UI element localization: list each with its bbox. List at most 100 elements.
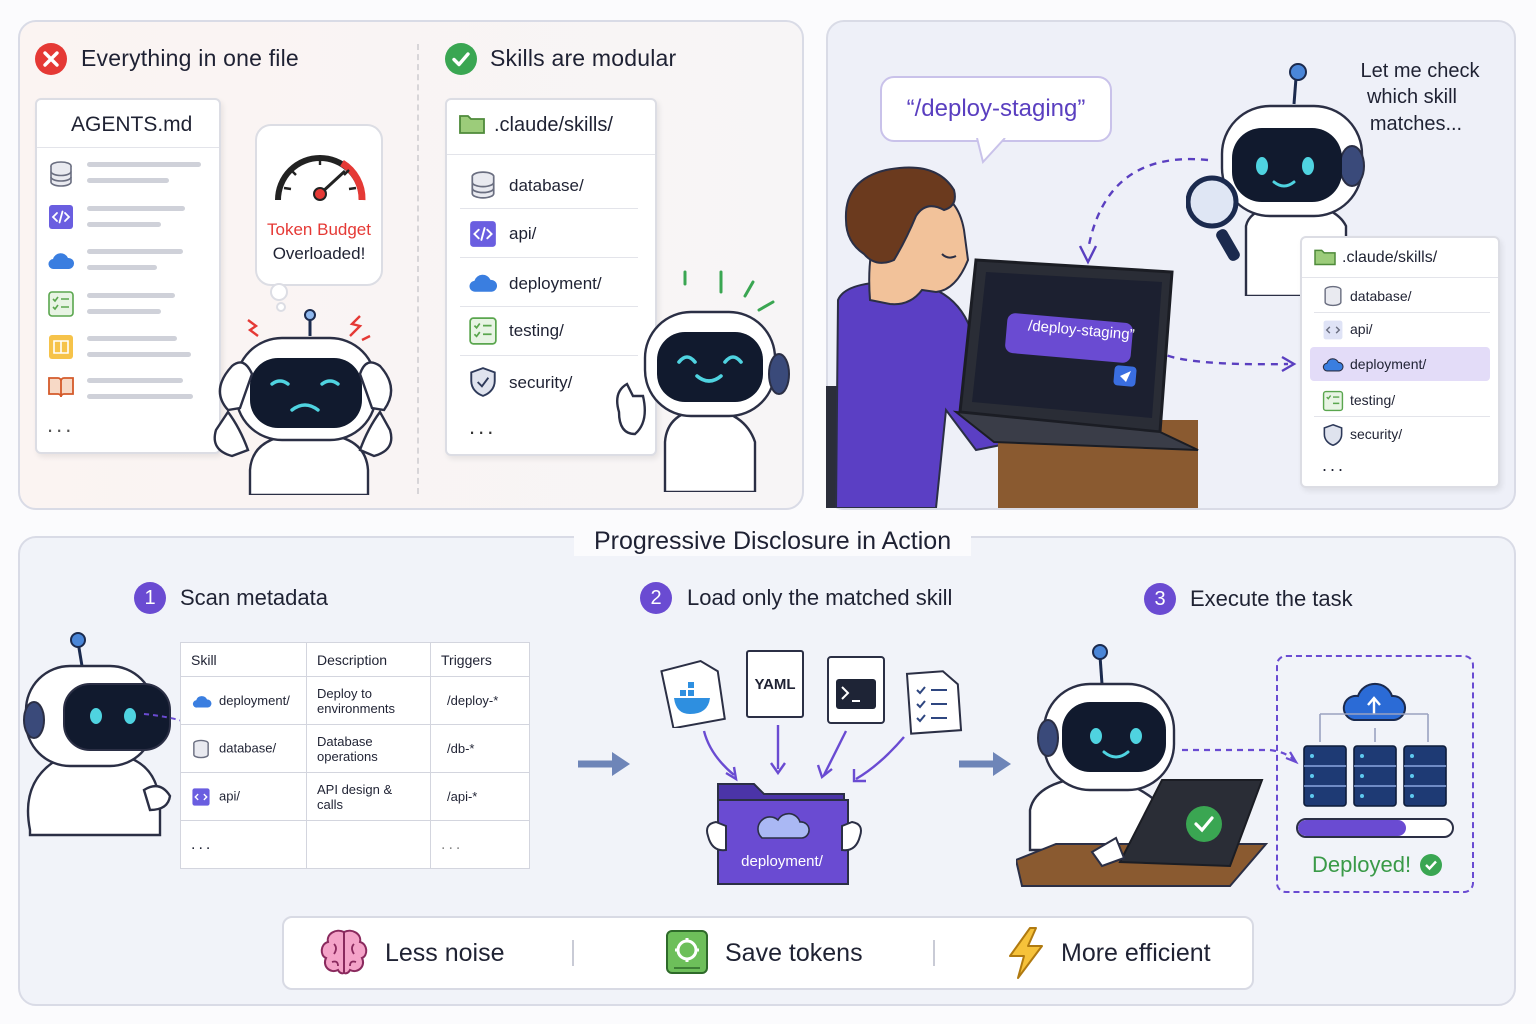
step-2-label: Load only the matched skill xyxy=(687,585,953,610)
server-cluster-icon xyxy=(1303,713,1447,807)
step-2-badge: 2 xyxy=(640,582,672,614)
deploy-dashed-arrow xyxy=(1182,748,1299,765)
code-icon xyxy=(470,221,496,247)
table-cell: /deploy-* xyxy=(430,676,530,725)
table-cell: ... xyxy=(430,820,530,869)
lightning-icon xyxy=(1009,927,1043,979)
bad-title: Everything in one file xyxy=(81,45,299,71)
scanning-robot xyxy=(23,632,172,837)
stressed-robot xyxy=(213,309,393,495)
book-icon xyxy=(48,377,74,398)
deploy-progress-fill xyxy=(1298,820,1406,836)
user-at-laptop xyxy=(826,166,1199,508)
agents-more: ... xyxy=(47,412,75,437)
load-arrows xyxy=(702,725,905,783)
arrow-right-icon xyxy=(578,752,630,776)
match-security: security/ xyxy=(1350,426,1403,442)
match-database: database/ xyxy=(1350,288,1412,304)
table-cell: Database operations xyxy=(306,724,431,773)
bottom-title: Progressive Disclosure in Action xyxy=(574,527,972,556)
skill-security: security/ xyxy=(509,373,573,392)
match-api: api/ xyxy=(1350,321,1373,337)
token-overloaded-label: Overloaded! xyxy=(272,244,366,263)
deployment-folder-icon xyxy=(706,783,862,885)
table-cell: /api-* xyxy=(430,772,530,821)
code-icon xyxy=(49,205,73,229)
check-circle-icon xyxy=(445,43,477,75)
yaml-label: YAML xyxy=(754,676,796,693)
skills-more: ... xyxy=(469,414,497,439)
col-triggers: Triggers xyxy=(430,642,530,677)
checklist-icon xyxy=(48,291,74,317)
deployment-folder-label: deployment/ xyxy=(741,853,823,870)
deploy-progress-bar xyxy=(1296,818,1454,838)
step-1-label: Scan metadata xyxy=(180,585,328,610)
col-skill: Skill xyxy=(180,642,307,677)
match-deployment: deployment/ xyxy=(1350,356,1427,372)
table-cell: api/ xyxy=(219,788,240,804)
check-circle-icon xyxy=(1420,854,1442,876)
agents-md-file xyxy=(35,98,221,454)
shield-icon xyxy=(1323,423,1343,447)
chip-icon xyxy=(666,930,708,974)
user-command: “/deploy-staging” xyxy=(906,95,1086,122)
step-3-badge: 3 xyxy=(1144,583,1176,615)
token-budget-label: Token Budget xyxy=(267,220,371,239)
benefit-divider xyxy=(572,940,574,966)
match-testing: testing/ xyxy=(1350,392,1396,408)
checklist-icon xyxy=(469,317,497,345)
robot-thought-1: Let me check xyxy=(1360,60,1480,82)
step-1-badge: 1 xyxy=(134,582,166,614)
panel-divider xyxy=(417,44,419,494)
good-title: Skills are modular xyxy=(490,45,677,71)
error-x-icon xyxy=(35,43,67,75)
folder-icon xyxy=(459,115,485,134)
cloud-icon xyxy=(1322,358,1344,372)
step-3-label: Execute the task xyxy=(1190,586,1353,611)
cloud-icon xyxy=(469,274,498,292)
terminal-file-icon xyxy=(827,656,885,724)
skill-testing: testing/ xyxy=(509,321,564,340)
table-row: deployment/ Deploy to environments /depl… xyxy=(180,676,530,725)
shield-icon xyxy=(470,367,496,397)
table-cell: ... xyxy=(180,820,307,869)
database-icon xyxy=(50,161,72,187)
agents-md-title: AGENTS.md xyxy=(71,113,193,136)
table-row: ... ... xyxy=(180,820,530,869)
upload-cloud-icon xyxy=(1342,682,1406,721)
checklist-icon xyxy=(1322,390,1344,412)
brain-icon xyxy=(320,929,368,975)
benefits-bar xyxy=(282,916,1254,990)
benefit-divider xyxy=(933,940,935,966)
skills-folder-title: .claude/skills/ xyxy=(494,114,613,136)
skills-match-title: .claude/skills/ xyxy=(1342,249,1438,266)
checklist-file-icon xyxy=(905,670,963,735)
benefit-less-noise: Less noise xyxy=(385,939,505,967)
arrow-right-icon xyxy=(959,752,1011,776)
table-cell: API design & calls xyxy=(306,772,431,821)
skill-deployment: deployment/ xyxy=(509,274,602,293)
docs-icon xyxy=(49,335,73,359)
skill-api: api/ xyxy=(509,224,537,243)
docker-file-icon xyxy=(660,659,726,728)
robot-thought-2: which skill xyxy=(1366,86,1458,108)
skill-database: database/ xyxy=(509,176,584,195)
database-icon xyxy=(191,739,213,759)
folder-icon xyxy=(1314,249,1336,266)
table-cell: database/ xyxy=(219,740,277,756)
robot-thought-3: matches... xyxy=(1369,113,1463,135)
table-cell: /db-* xyxy=(430,724,530,773)
match-more: ... xyxy=(1322,455,1347,475)
skills-metadata-table: Skill Description Triggers deployment/ D… xyxy=(180,642,530,869)
database-icon xyxy=(471,171,495,199)
gauge-icon xyxy=(275,155,366,201)
deployed-label: Deployed! xyxy=(1312,852,1412,877)
table-cell: deployment/ xyxy=(219,692,290,708)
happy-robot xyxy=(616,270,790,492)
cloud-icon xyxy=(191,693,213,709)
yaml-file-icon xyxy=(746,650,804,718)
deployment-target xyxy=(1276,655,1474,893)
col-description: Description xyxy=(306,642,431,677)
database-icon xyxy=(1324,285,1342,307)
cloud-icon xyxy=(48,253,75,270)
